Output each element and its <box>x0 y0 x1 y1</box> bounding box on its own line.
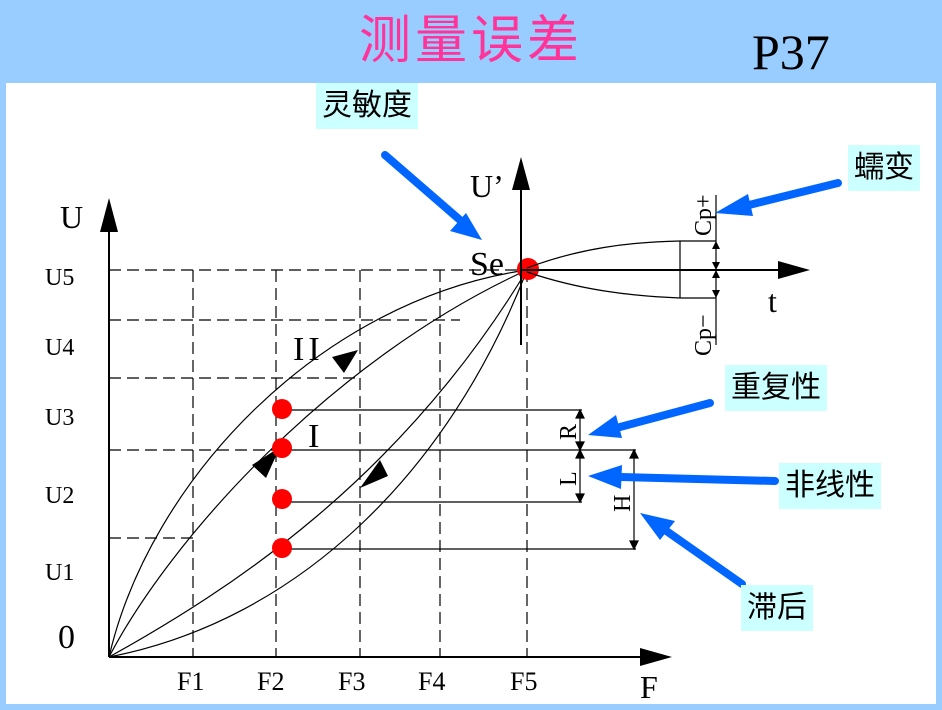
creep-curve-lower <box>526 271 681 299</box>
x-tick-f5: F5 <box>510 667 537 696</box>
curve-upper-outer <box>108 269 528 658</box>
x-tick-f4: F4 <box>418 667 445 696</box>
arrow-sensitivity <box>381 151 464 224</box>
frame-right <box>936 83 942 710</box>
y-tick-u3: U3 <box>45 405 74 431</box>
callout-creep: 蠕变 <box>848 145 920 191</box>
curve-label-lower: I <box>308 418 319 455</box>
x-tick-f1: F1 <box>177 667 204 696</box>
curve-upper-inner <box>108 269 528 658</box>
main-x-arrowhead <box>640 648 672 666</box>
curve-label-upper: II <box>293 331 324 368</box>
arrow-repeatability <box>616 399 714 431</box>
curve-lower-inner <box>108 269 528 658</box>
marker-f2-c <box>272 489 292 509</box>
y-tick-u4: U4 <box>45 335 74 361</box>
curve-lower-outer <box>108 269 528 658</box>
creep-x-arrowhead <box>778 261 810 279</box>
frame-bottom <box>0 704 942 710</box>
bracket-label-l: L <box>556 471 582 486</box>
frame-left <box>0 83 6 710</box>
origin-label: 0 <box>58 619 75 656</box>
arrowhead-repeatability <box>588 415 622 438</box>
x-tick-f2: F2 <box>257 667 284 696</box>
creep-y-label: U’ <box>470 168 504 204</box>
page-number: P37 <box>752 24 830 80</box>
arrow-hysteresis <box>661 526 746 588</box>
marker-f2-d <box>272 538 292 558</box>
arrowhead-sensitivity <box>450 213 482 240</box>
callout-sensitivity: 灵敏度 <box>316 83 418 129</box>
creep-x-label: t <box>768 283 777 319</box>
y-tick-u2: U2 <box>45 483 74 509</box>
creep-upper-label: Cp+ <box>691 194 717 236</box>
callout-nonlinearity: 非线性 <box>779 463 881 509</box>
arrowhead-creep <box>715 194 753 216</box>
curve-arrow-rising <box>252 447 280 478</box>
y-tick-u5: U5 <box>45 265 74 291</box>
title-bar <box>0 0 942 83</box>
main-y-arrowhead <box>100 198 118 232</box>
creep-lower-label: Cp− <box>691 314 717 356</box>
creep-curve-upper <box>526 240 681 269</box>
arrow-nonlinearity <box>616 473 779 485</box>
creep-y-arrowhead <box>512 157 530 190</box>
marker-f2-a <box>272 399 292 419</box>
arrow-creep <box>741 179 842 210</box>
arrowhead-nonlinearity <box>588 465 622 489</box>
point-label-se: Se <box>470 246 504 283</box>
x-axis-label: F <box>640 669 658 705</box>
curve-arrow-falling <box>360 460 388 488</box>
callout-hysteresis: 滞后 <box>741 585 813 631</box>
y-tick-u1: U1 <box>45 560 74 586</box>
curve-arrow-upper <box>332 350 358 373</box>
y-axis-label: U <box>60 199 83 235</box>
bracket-label-r: R <box>556 424 582 440</box>
bracket-label-h: H <box>610 495 636 512</box>
arrowhead-hysteresis <box>640 513 675 540</box>
slide-title: 测量误差 <box>358 11 583 71</box>
x-tick-f3: F3 <box>338 667 365 696</box>
marker-f2-b <box>272 438 292 458</box>
callout-repeatability: 重复性 <box>725 365 827 411</box>
